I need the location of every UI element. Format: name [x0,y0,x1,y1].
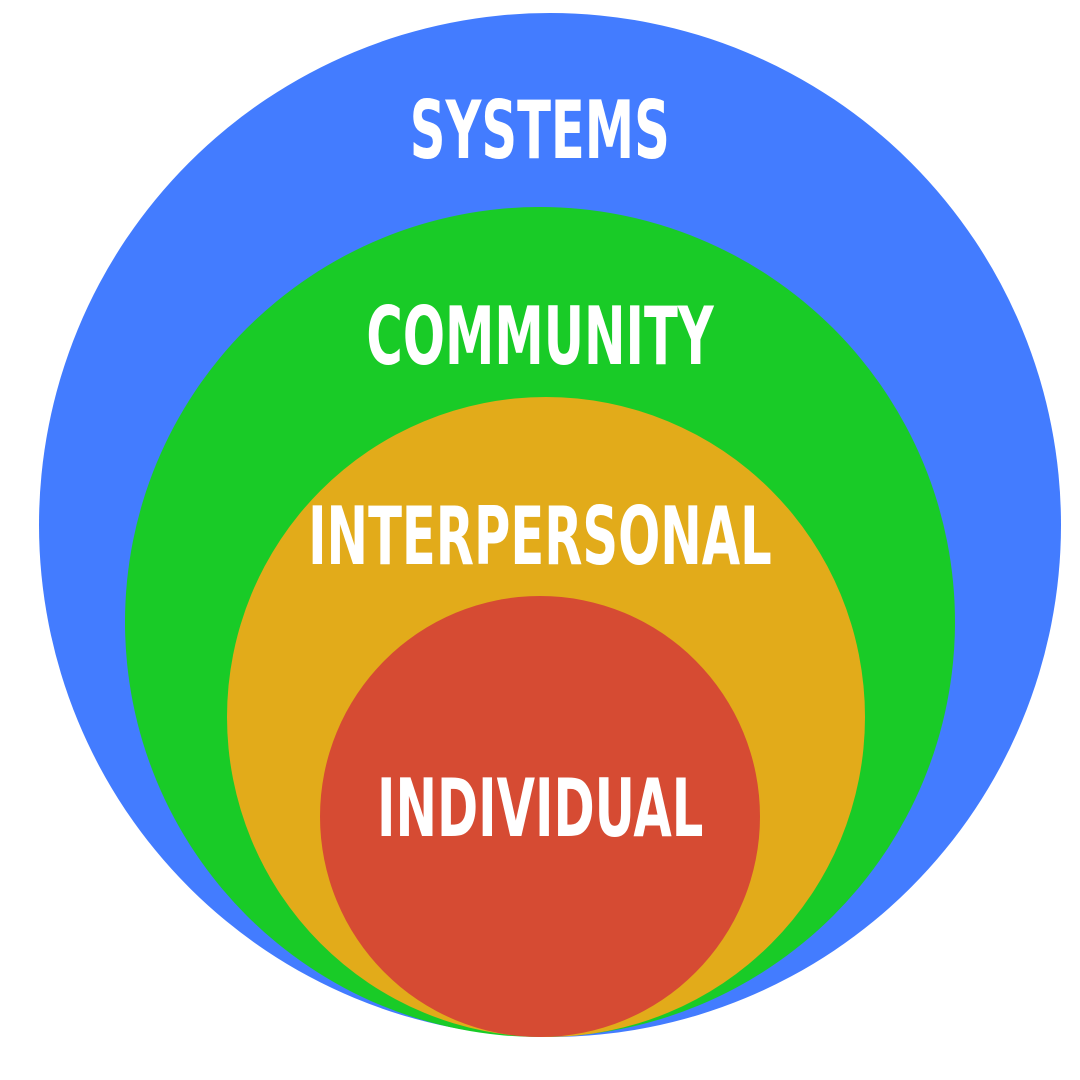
community-label: COMMUNITY [0,297,1080,377]
interpersonal-label-text: INTERPERSONAL [308,490,772,583]
community-label-text: COMMUNITY [366,290,714,383]
interpersonal-label: INTERPERSONAL [0,497,1080,577]
individual-label: INDIVIDUAL [0,769,1080,849]
individual-label-text: INDIVIDUAL [376,762,704,855]
individual-circle [320,596,760,1037]
systems-label-text: SYSTEMS [409,84,671,177]
systems-label: SYSTEMS [0,91,1080,171]
